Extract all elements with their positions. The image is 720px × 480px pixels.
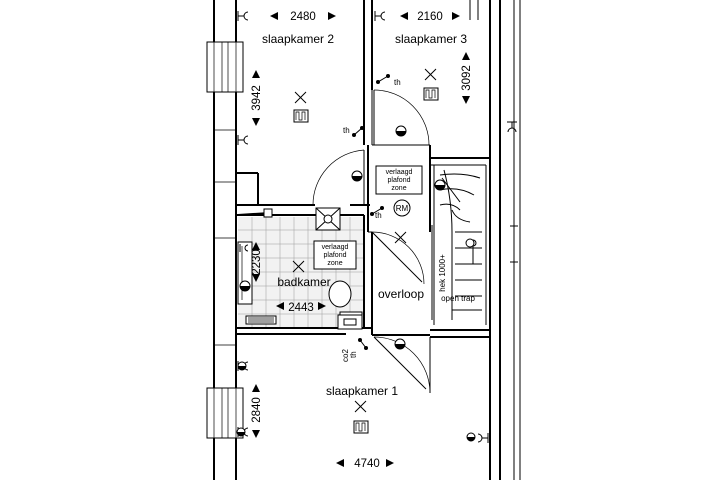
outlet-s3-right (507, 121, 517, 133)
outlet-s2-mid (237, 135, 249, 145)
dimension-2443-label: 2443 (288, 302, 314, 314)
thermostat-s2-label: th (343, 126, 350, 135)
dimension-4740: 4740 (336, 458, 394, 470)
stair (439, 169, 482, 320)
stair-open-label: open trap (441, 294, 475, 303)
ceiling-zone-1: verlaagd plafond zone (375, 165, 423, 195)
dimension-4740-label: 4740 (354, 458, 380, 470)
outlet-bath (239, 244, 249, 252)
outlet-stair (510, 225, 518, 263)
shower-drain (315, 207, 341, 231)
bathroom-tiles (238, 217, 363, 327)
bath-radiator (245, 315, 277, 325)
dimension-3942-label: 3942 (251, 85, 263, 111)
room-label-slaapkamer-2: slaapkamer 2 (262, 32, 334, 46)
radiator-slaapkamer3 (423, 87, 439, 101)
dimension-3942: 3942 (251, 70, 263, 126)
outlet-s2-top (237, 11, 249, 21)
window-upper (206, 41, 244, 93)
ceiling-zone-1-line2: plafond (388, 177, 411, 184)
door-slaapkamer3 (373, 89, 430, 146)
dimension-2160: 2160 (400, 11, 460, 23)
ceiling-zone-2-line2: plafond (324, 252, 347, 259)
dimension-2840: 2840 (251, 384, 263, 438)
window-lower (206, 387, 244, 439)
thermostat-s2: th (343, 126, 364, 137)
light-badkamer (292, 260, 305, 273)
ventilation-rm: RM (393, 199, 411, 217)
thermostat-s1: th (349, 338, 368, 358)
radiator-slaapkamer1 (353, 420, 369, 434)
ceiling-zone-1-line1: verlaagd (386, 169, 413, 176)
dimension-2443: 2443 (276, 302, 326, 314)
co2-label: co2 (341, 349, 350, 362)
dimension-2480: 2480 (270, 11, 336, 23)
facade-ticks (214, 129, 236, 346)
outlet-s1-right (477, 433, 489, 443)
light-slaapkamer3 (424, 68, 437, 81)
room-label-slaapkamer-1: slaapkamer 1 (326, 384, 398, 398)
switches (236, 125, 476, 442)
door-slaapkamer2 (312, 149, 365, 206)
ceiling-zone-2: verlaagd plafond zone (313, 240, 357, 270)
shower-screen (237, 208, 273, 218)
thermostat-overloop-label: th (375, 211, 382, 220)
light-overloop (394, 231, 407, 244)
radiator-slaapkamer2 (293, 109, 309, 123)
ceiling-zone-2-line3: zone (327, 260, 342, 267)
thermostat-s3: th (376, 74, 401, 87)
door-badkamer (371, 231, 425, 285)
interior-walls (236, 0, 490, 338)
dimension-3092: 3092 (461, 52, 473, 104)
dimension-2230-label: 2230 (251, 249, 263, 275)
thermostat-s3-label: th (394, 78, 401, 87)
dimension-2480-label: 2480 (290, 11, 316, 23)
dimension-2230: 2230 (251, 242, 263, 282)
co2-sensor: co2 (341, 349, 350, 362)
door-slaapkamer1 (373, 336, 431, 394)
outlet-s3-top (374, 11, 386, 21)
dimension-3092-label: 3092 (461, 65, 473, 91)
ceiling-zone-1-line3: zone (391, 185, 406, 192)
room-label-badkamer: badkamer (277, 275, 330, 289)
stair-railing-label: hek 1000+ (438, 254, 447, 292)
light-slaapkamer1 (354, 400, 367, 413)
ventilation-rm-label: RM (396, 204, 409, 213)
thermostat-s1-label: th (349, 351, 358, 358)
room-label-overloop: overloop (378, 287, 424, 301)
outlets (237, 11, 518, 443)
dimension-2160-label: 2160 (417, 11, 443, 23)
thermostat-overloop: th (370, 206, 384, 220)
ceiling-zone-2-line1: verlaagd (322, 244, 349, 251)
light-slaapkamer2 (294, 91, 307, 104)
room-label-slaapkamer-3: slaapkamer 3 (395, 32, 467, 46)
bath-fixed-unit (337, 314, 363, 330)
dimension-2840-label: 2840 (251, 397, 263, 423)
